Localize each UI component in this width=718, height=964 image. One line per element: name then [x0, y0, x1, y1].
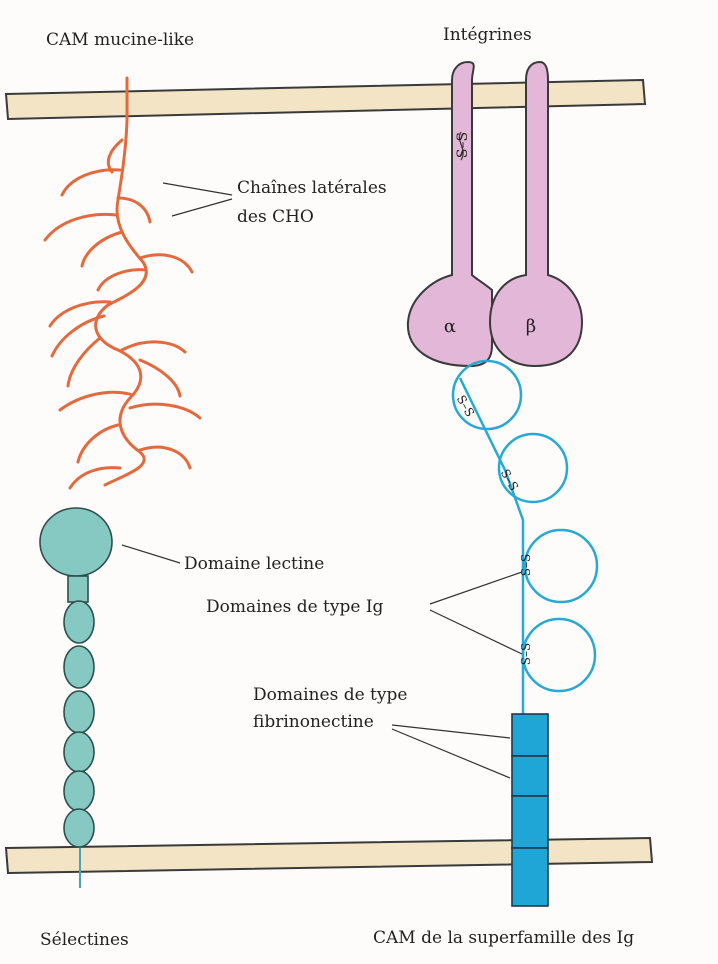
- cho-label-line2: des CHO: [237, 207, 314, 227]
- ig-domain-3: [525, 530, 597, 602]
- membranes: [6, 80, 652, 873]
- lectin-pointer: [122, 545, 180, 563]
- selectin-lectin-domain: [40, 508, 112, 576]
- integrin-disulfide-label: S–S: [455, 132, 471, 158]
- ig-pointer-1: [430, 572, 522, 604]
- fibronectin-cytoplasmic-stem: [512, 848, 548, 906]
- mucin-cam-label: CAM mucine-like: [46, 30, 194, 50]
- ig-domains-label: Domaines de type Ig: [206, 597, 384, 617]
- svg-text:S–S: S–S: [454, 393, 477, 419]
- integrins-label: Intégrines: [443, 25, 532, 45]
- fibronectin-label-line2: fibrinonectine: [253, 712, 374, 732]
- ig-pointer-2: [430, 610, 522, 654]
- fibronectin-domain-3: [512, 796, 548, 848]
- cho-pointers: [163, 183, 232, 216]
- fibronectin-domain-2: [512, 756, 548, 796]
- fibronectin-label-line1: Domaines de type: [253, 685, 407, 705]
- integrin-disulfide: S–S: [455, 132, 471, 160]
- cho-label-line1: Chaînes latérales: [237, 178, 387, 198]
- ig-superfamily-cam-label: CAM de la superfamille des Ig: [373, 928, 634, 948]
- beta-label: β: [526, 316, 536, 337]
- selectins-label: Sélectines: [40, 930, 129, 950]
- mucin-like-cam: [45, 78, 200, 488]
- fibronectin-domain-1: [512, 714, 548, 756]
- bottom-membrane: [6, 838, 652, 873]
- ig-domain-4: [523, 619, 595, 691]
- selectin: [40, 508, 112, 888]
- selectin-egf-domain: [68, 576, 88, 602]
- alpha-label: α: [444, 316, 456, 337]
- pointer-lines: [122, 545, 522, 778]
- top-membrane: [6, 80, 645, 119]
- lectin-domain-label: Domaine lectine: [184, 554, 324, 574]
- ig-disulfides: S–S S–S S–S S–S: [454, 393, 533, 665]
- fibronectin-domains: [512, 714, 548, 906]
